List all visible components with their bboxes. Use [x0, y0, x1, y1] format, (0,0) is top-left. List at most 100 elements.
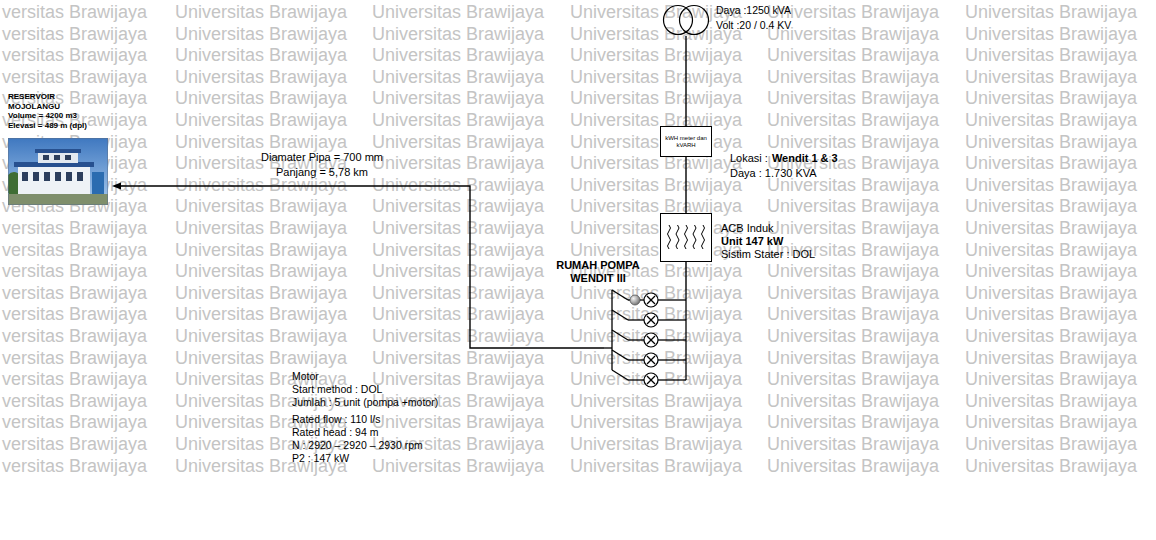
watermark: Universitas Brawijaya: [570, 88, 742, 108]
watermark: Universitas Brawijaya: [372, 153, 544, 173]
pump-motor-symbol: [644, 333, 658, 347]
breaker-pole: [668, 225, 671, 249]
watermark: Universitas Brawijaya: [767, 456, 939, 476]
pump-pipe: [628, 359, 644, 360]
cable-line: [685, 36, 686, 126]
pump-cross: [647, 296, 655, 304]
breaker-symbols: [661, 214, 711, 261]
motor-spec: Start method : DOL: [292, 383, 382, 396]
building-window: [65, 155, 71, 160]
reservoir-caption: RESERVOIR MOJOLANGUVolume = 4200 m3Eleva…: [8, 92, 112, 130]
panel-info: ACB Induk: [721, 222, 774, 235]
watermark: Universitas Brawijaya: [372, 456, 544, 476]
watermark: versitas Brawijaya: [2, 218, 147, 238]
breaker-pole: [702, 225, 705, 249]
pump-branch: [612, 350, 628, 360]
building-window: [54, 155, 60, 160]
watermark: Universitas Brawijaya: [767, 304, 939, 324]
building-window: [33, 172, 39, 181]
motor-spec: Jumlah : 5 unit (pompa +motor): [292, 396, 438, 409]
watermark: Universitas Brawijaya: [570, 456, 742, 476]
watermark: Universitas Brawijaya: [965, 283, 1137, 303]
watermark: Universitas Brawijaya: [570, 391, 742, 411]
cable-line: [685, 262, 686, 290]
pump-cross: [647, 376, 655, 384]
watermark: Universitas Brawijaya: [175, 2, 347, 22]
breaker-pole: [693, 225, 696, 249]
pump-house-title: RUMAH POMPA WENDIT III: [548, 259, 648, 285]
building-upper: [38, 152, 78, 163]
watermark: Universitas Brawijaya: [767, 412, 939, 432]
watermark: Universitas Brawijaya: [372, 369, 544, 389]
watermark: versitas Brawijaya: [2, 369, 147, 389]
check-valve: [630, 295, 640, 305]
watermark: Universitas Brawijaya: [965, 175, 1137, 195]
watermark: Universitas Brawijaya: [372, 304, 544, 324]
watermark: Universitas Brawijaya: [175, 132, 347, 152]
pump-motor-symbol: [644, 373, 658, 387]
watermark: Universitas Brawijaya: [372, 261, 544, 281]
watermark: Universitas Brawijaya: [372, 88, 544, 108]
building-window: [44, 172, 50, 181]
watermark: versitas Brawijaya: [2, 67, 147, 87]
watermark: Universitas Brawijaya: [965, 45, 1137, 65]
watermark: Universitas Brawijaya: [965, 24, 1137, 44]
watermark: Universitas Brawijaya: [767, 88, 939, 108]
breaker-pole: [676, 225, 679, 249]
building-wall: [18, 166, 90, 195]
pump-branch: [612, 310, 628, 320]
breaker-pole: [685, 225, 688, 249]
watermark: Universitas Brawijaya: [175, 283, 347, 303]
pump-pipe: [628, 319, 644, 320]
watermark: Universitas Brawijaya: [767, 348, 939, 368]
watermark: versitas Brawijaya: [2, 326, 147, 346]
watermark: versitas Brawijaya: [2, 434, 147, 454]
watermark: Universitas Brawijaya: [372, 412, 544, 432]
watermark: Universitas Brawijaya: [767, 132, 939, 152]
building-window: [22, 172, 28, 181]
watermark: Universitas Brawijaya: [965, 240, 1137, 260]
pump-cross: [647, 316, 655, 324]
meter-label: kWH meter dan kVARH: [663, 135, 709, 149]
watermark: Universitas Brawijaya: [767, 326, 939, 346]
reservoir-photo: [8, 138, 108, 205]
reservoir-name: RESERVOIR MOJOLANGU: [8, 92, 66, 111]
watermark: Universitas Brawijaya: [175, 348, 347, 368]
watermark: Universitas Brawijaya: [570, 434, 742, 454]
watermark: versitas Brawijaya: [2, 2, 147, 22]
header-outlet: [604, 347, 612, 348]
watermark: Universitas Brawijaya: [570, 45, 742, 65]
watermark: Universitas Brawijaya: [965, 132, 1137, 152]
watermark: Universitas Brawijaya: [175, 67, 347, 87]
transformer-rating: Daya :1250 kVA: [716, 4, 791, 17]
pump-branch: [612, 290, 628, 300]
watermark: versitas Brawijaya: [2, 456, 147, 476]
watermark: Universitas Brawijaya: [372, 348, 544, 368]
watermark: Universitas Brawijaya: [965, 456, 1137, 476]
pipe-line: [121, 186, 604, 348]
watermark: Universitas Brawijaya: [767, 283, 939, 303]
watermark: Universitas Brawijaya: [372, 67, 544, 87]
transformer-drawing: [662, 4, 710, 36]
watermark: Universitas Brawijaya: [767, 45, 939, 65]
pipe-length: Panjang = 5,78 km: [276, 166, 368, 179]
watermark: Universitas Brawijaya: [372, 240, 544, 260]
watermark: Universitas Brawijaya: [965, 391, 1137, 411]
watermark: Universitas Brawijaya: [965, 412, 1137, 432]
watermark: Universitas Brawijaya: [372, 110, 544, 130]
reservoir-spec: Elevasi = 489 m (dpl): [8, 121, 112, 131]
watermark: versitas Brawijaya: [2, 24, 147, 44]
watermark: Universitas Brawijaya: [372, 2, 544, 22]
motor-spec: Rated flow : 110 l/s: [292, 413, 381, 426]
watermark: Universitas Brawijaya: [175, 88, 347, 108]
reservoir-spec: Volume = 4200 m3: [8, 111, 112, 121]
watermark: Universitas Brawijaya: [372, 218, 544, 238]
watermark: Universitas Brawijaya: [767, 24, 939, 44]
pump-cross: [647, 336, 655, 344]
watermark: Universitas Brawijaya: [175, 261, 347, 281]
pump-cross: [647, 336, 655, 344]
watermark: versitas Brawijaya: [2, 391, 147, 411]
pump-array: [604, 290, 694, 390]
watermark: Universitas Brawijaya: [965, 196, 1137, 216]
